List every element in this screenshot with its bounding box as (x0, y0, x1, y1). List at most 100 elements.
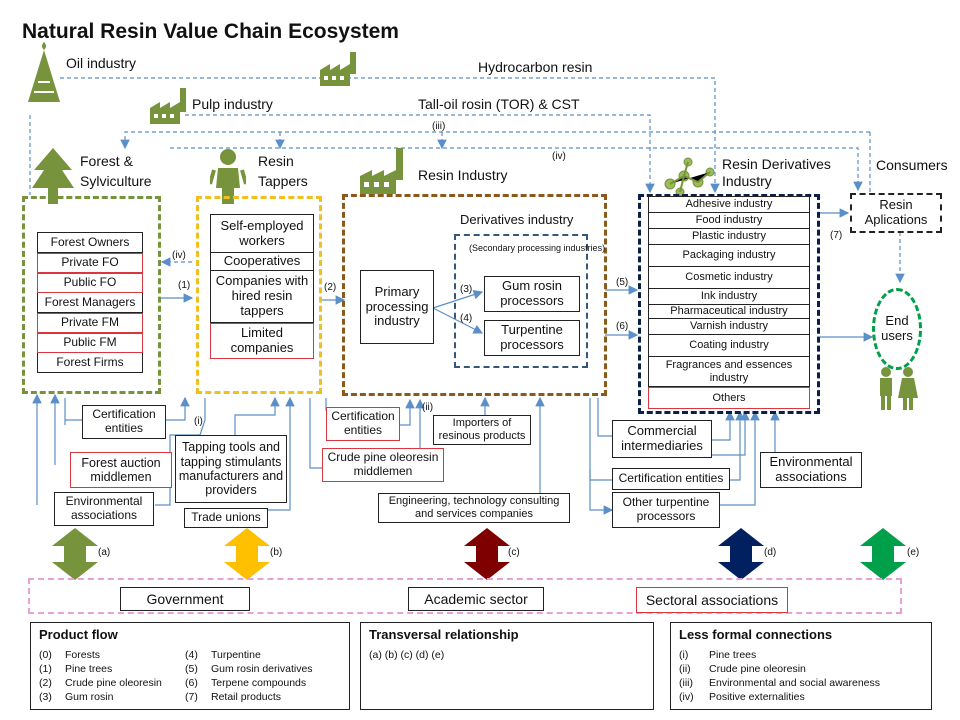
tall-oil-label: Tall-oil rosin (TOR) & CST (418, 96, 580, 112)
tapping-tools-box: Tapping tools and tapping stimulants man… (175, 435, 287, 503)
list-item: Others (648, 387, 810, 409)
oil-rig-icon (28, 42, 60, 102)
legend-title: Less formal connections (679, 627, 833, 642)
forest-dashed-box (22, 196, 161, 394)
derivatives-group-label: Resin Derivatives Industry (722, 156, 831, 189)
legend-code: (iv) (679, 691, 694, 703)
list-item: Coating industry (648, 335, 810, 357)
flow-label-iv: (iv) (172, 250, 186, 261)
legend-code: (2) (39, 677, 52, 689)
people-icon (880, 367, 918, 410)
list-item: Pharmaceutical industry (648, 305, 810, 319)
gum-rosin-processors-box: Gum rosin processors (484, 276, 580, 312)
legend-product-flow: Product flow (0) Forests (1) Pine trees … (30, 622, 350, 710)
list-item: Varnish industry (648, 319, 810, 335)
list-item: Plastic industry (648, 229, 810, 245)
molecule-icon (664, 157, 715, 196)
legend-text: Turpentine (211, 649, 261, 661)
legend-text: Retail products (211, 691, 282, 703)
legend-text: Pine trees (65, 663, 113, 675)
sectoral-associations-box: Sectoral associations (636, 587, 788, 613)
list-item: Cosmetic industry (648, 267, 810, 289)
legend-text: Gum rosin derivatives (211, 663, 313, 675)
legend-text: Environmental and social awareness (709, 677, 881, 689)
tappers-dashed-box (196, 196, 322, 394)
resin-applications-box: Resin Aplications (850, 193, 942, 233)
flow-label-i: (i) (194, 416, 203, 427)
factory-icon-hydrocarbon (320, 52, 356, 86)
flow-label-6: (6) (616, 321, 629, 332)
list-item: Private FM (37, 313, 143, 333)
other-turpentine-box: Other turpentine processors (612, 492, 720, 528)
list-item: Cooperatives (210, 253, 314, 271)
list-item: Companies with hired resin tappers (210, 271, 314, 323)
arrow-label-e: (e) (907, 547, 920, 558)
list-item: Forest Owners (37, 233, 143, 253)
arrow-label-c: (c) (508, 547, 520, 558)
derivatives-dashed-box (638, 194, 820, 414)
arrow-label-b: (b) (270, 547, 283, 558)
transversal-arrow-c (464, 528, 510, 580)
environmental-associations-box-1: Environmental associations (54, 492, 154, 526)
legend-text: Crude pine oleoresin (709, 663, 806, 675)
legend-text: Gum rosin (65, 691, 114, 703)
legend-informal: Less formal connections (i) Pine trees (… (670, 622, 932, 710)
transversal-arrow-b (224, 528, 270, 580)
legend-text: Crude pine oleoresin (65, 677, 162, 689)
legend-code: (7) (185, 691, 198, 703)
factory-icon-pulp (150, 88, 186, 124)
commercial-intermediaries-box: Commercial intermediaries (612, 420, 712, 458)
certification-entities-box-1: Certification entities (82, 405, 166, 439)
list-item: Private FO (37, 253, 143, 273)
transversal-arrow-e (860, 528, 906, 580)
turpentine-processors-box: Turpentine processors (484, 320, 580, 356)
institutional-band (28, 578, 902, 614)
legend-text: Pine trees (709, 649, 757, 661)
transversal-arrow-d (718, 528, 764, 580)
legend-code: (ii) (679, 663, 691, 675)
legend-text: (a) (b) (c) (d) (e) (369, 649, 445, 661)
engineering-box: Engineering, technology consulting and s… (378, 493, 570, 523)
legend-code: (1) (39, 663, 52, 675)
flow-iii-label: (iii) (432, 121, 446, 132)
tappers-list: Self-employed workers Cooperatives Compa… (210, 214, 314, 359)
forest-group-label: Forest & Sylviculture (80, 153, 152, 189)
legend-code: (4) (185, 649, 198, 661)
government-box: Government (120, 587, 250, 611)
consumers-label: Consumers (876, 157, 948, 173)
resin-industry-label: Resin Industry (418, 167, 508, 183)
list-item: Public FO (37, 273, 143, 293)
list-item: Packaging industry (648, 245, 810, 267)
list-item: Limited companies (210, 323, 314, 359)
environmental-associations-box-2: Environmental associations (760, 452, 862, 488)
end-users-box: End users (872, 288, 922, 370)
list-item: Public FM (37, 333, 143, 353)
flow-label-1: (1) (178, 280, 191, 291)
list-item: Adhesive industry (648, 197, 810, 213)
derivatives-list: Adhesive industry Food industry Plastic … (648, 196, 810, 409)
legend-title: Transversal relationship (369, 627, 519, 642)
legend-code: (iii) (679, 677, 693, 689)
secondary-label: (Secondary processing industries) (469, 243, 606, 253)
legend-text: Terpene compounds (211, 677, 307, 689)
flow-label-2: (2) (324, 282, 337, 293)
legend-code: (3) (39, 691, 52, 703)
certification-entities-box-3: Certification entities (612, 468, 730, 490)
list-item: Ink industry (648, 289, 810, 305)
tappers-group-label: Resin Tappers (258, 153, 308, 189)
flow-label-4: (4) (460, 313, 473, 324)
primary-processing-box: Primary processing industry (360, 270, 434, 344)
tree-icon (32, 148, 74, 204)
forest-list: Forest Owners Private FO Public FO Fores… (37, 232, 143, 373)
list-item: Self-employed workers (210, 215, 314, 253)
transversal-arrow-a (52, 528, 98, 580)
legend-code: (5) (185, 663, 198, 675)
list-item: Food industry (648, 213, 810, 229)
legend-code: (i) (679, 649, 689, 661)
importers-box: Importers of resinous products (433, 415, 531, 445)
list-item: Forest Firms (37, 353, 143, 373)
secondary-dashed-box (454, 234, 588, 368)
legend-title: Product flow (39, 627, 118, 642)
oleoresin-middlemen-box: Crude pine oleoresin middlemen (322, 448, 444, 482)
flow-label-3: (3) (460, 284, 473, 295)
